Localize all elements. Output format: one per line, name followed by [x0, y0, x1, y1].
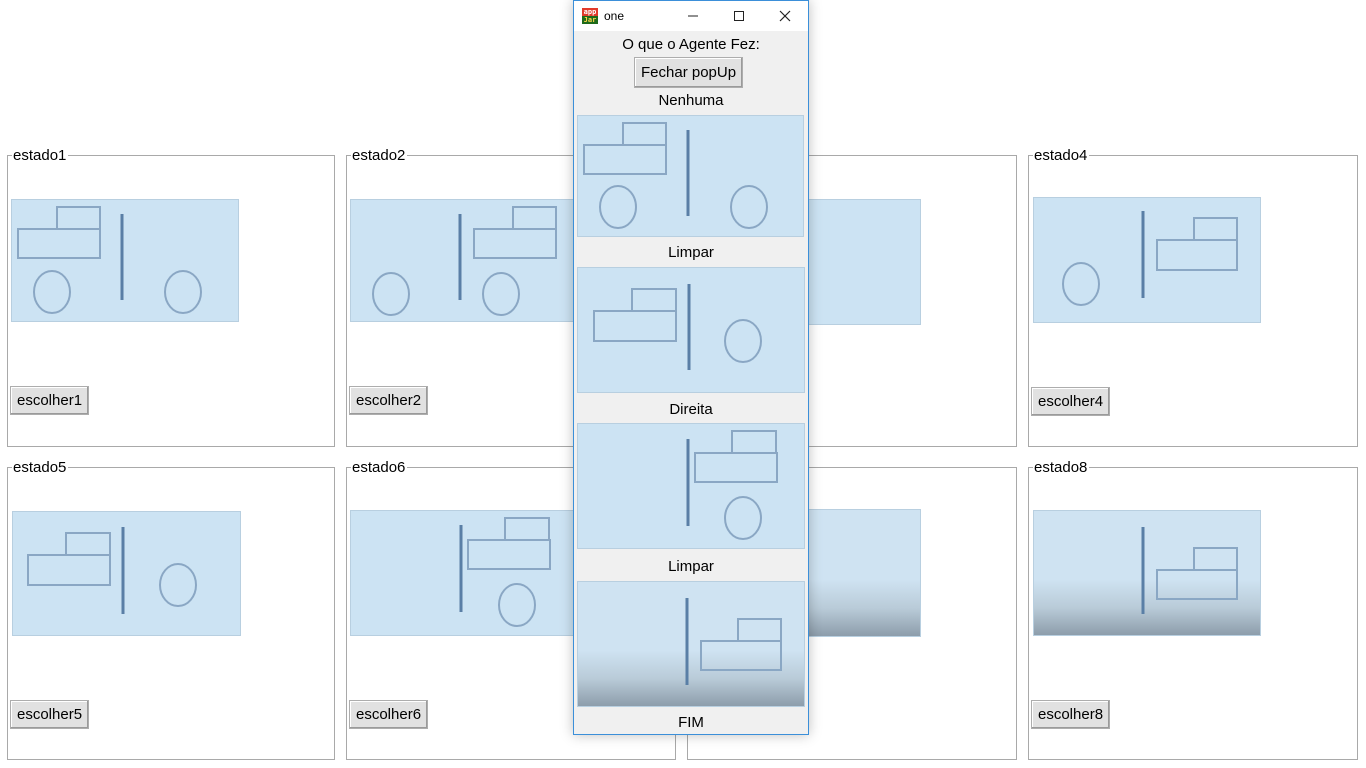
icon-text-bottom: Jar [582, 16, 598, 24]
state-title: estado2 [351, 147, 408, 164]
window-title: one [604, 9, 625, 23]
step-label-4: Limpar [668, 558, 714, 575]
choose-button-4[interactable]: escolher4 [1031, 387, 1111, 416]
state-panel-2: estado2 escolher2 [346, 147, 676, 447]
choose-button-5[interactable]: escolher5 [10, 700, 90, 729]
state-panel-8: estado8 escolher8 [1028, 459, 1358, 760]
step-label-5: FIM [678, 714, 704, 731]
choose-button-8[interactable]: escolher8 [1031, 700, 1111, 729]
state-title: estado1 [12, 147, 69, 164]
state-panel-1: estado1 escolher1 [7, 147, 335, 447]
step-scene-4 [577, 581, 805, 707]
scene-drawing [372, 206, 557, 316]
icon-text-top: app [582, 8, 598, 16]
choose-button-1[interactable]: escolher1 [10, 386, 90, 415]
maximize-icon[interactable] [716, 1, 762, 31]
scene-drawing [459, 517, 551, 627]
popup-titlebar[interactable]: app Jar one [574, 1, 808, 31]
state-scene-image [11, 199, 239, 322]
popup-heading: O que o Agente Fez: [622, 36, 760, 53]
state-scene-image [12, 511, 241, 636]
choose-button-2[interactable]: escolher2 [349, 386, 429, 415]
scene-drawing [686, 430, 778, 540]
minimize-icon[interactable] [670, 1, 716, 31]
java-app-icon: app Jar [582, 8, 598, 24]
step-scene-2 [577, 267, 805, 393]
state-panel-5: estado5 escolher5 [7, 459, 335, 760]
scene-drawing [685, 598, 782, 685]
scene-drawing [1141, 527, 1238, 614]
step-label-2: Limpar [668, 244, 714, 261]
close-icon[interactable] [762, 1, 808, 31]
close-popup-button[interactable]: Fechar popUp [634, 57, 744, 88]
state-scene-image [350, 510, 578, 636]
step-scene-1 [577, 115, 804, 237]
state-title: estado5 [12, 459, 69, 476]
scene-drawing [583, 122, 768, 229]
state-title: estado6 [351, 459, 408, 476]
step-label-1: Nenhuma [658, 92, 724, 109]
scene-drawing [27, 527, 197, 614]
state-title: estado8 [1033, 459, 1090, 476]
popup-window: app Jar one O que o Agente Fez: Fechar p… [573, 0, 809, 735]
step-scene-3 [577, 423, 805, 549]
state-scene-image [350, 199, 578, 322]
scene-drawing [1062, 211, 1238, 306]
state-panel-4: estado4 escolher4 [1028, 147, 1358, 447]
state-scene-image [1033, 510, 1261, 636]
scene-drawing [593, 284, 762, 370]
state-title: estado4 [1033, 147, 1090, 164]
scene-drawing [17, 206, 202, 314]
step-label-3: Direita [669, 401, 713, 418]
choose-button-6[interactable]: escolher6 [349, 700, 429, 729]
state-scene-image [1033, 197, 1261, 323]
